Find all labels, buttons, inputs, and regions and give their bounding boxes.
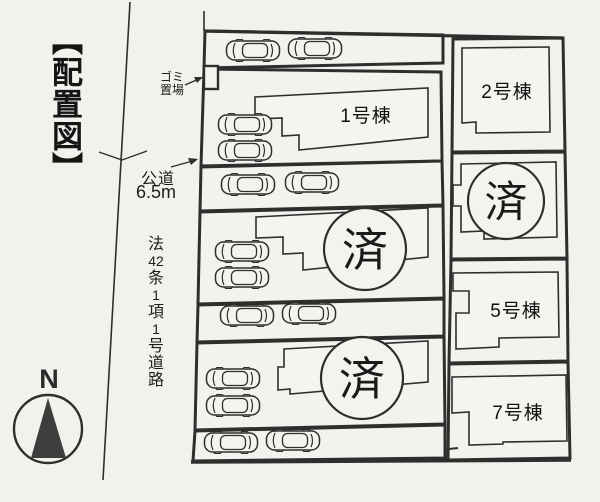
page-title: 【配置図】 xyxy=(47,24,82,184)
sold-circles xyxy=(319,161,546,421)
garbage-area-box xyxy=(202,64,220,91)
building-2-label: 2号棟 xyxy=(481,82,533,103)
road-edge-line xyxy=(102,1,131,481)
building-5-label: 5号棟 xyxy=(490,301,542,322)
building-2-outline xyxy=(461,46,551,134)
building-5-outline xyxy=(452,271,560,350)
sold-mark-unit-6: 済 xyxy=(339,353,385,405)
building-7-outline xyxy=(451,374,568,446)
site-top-boundary xyxy=(203,29,564,40)
parking-strip-line xyxy=(203,62,442,69)
garbage-label: ゴミ置場 xyxy=(159,70,184,97)
north-arrow-icon xyxy=(31,398,66,458)
law-road-label: 法 42 条 1 項 1 号 道 路 xyxy=(147,236,164,389)
road-width-label: 6.5m xyxy=(135,182,177,202)
road-dim-arrowhead-icon xyxy=(188,158,198,165)
sold-mark-unit-4: 済 xyxy=(484,179,528,227)
site-bottom-boundary xyxy=(190,458,572,464)
building-1-label: 1号棟 xyxy=(340,106,392,127)
sold-mark-unit-3: 済 xyxy=(342,224,388,276)
road-dim-left-arrow xyxy=(98,150,148,161)
north-compass xyxy=(12,393,84,465)
public-road-label: 公道 xyxy=(140,171,175,188)
sold-circle-unit-6 xyxy=(319,335,405,421)
building-7-label: 7号棟 xyxy=(492,403,544,424)
garbage-arrowhead-icon xyxy=(194,77,203,83)
dash-mark xyxy=(448,447,459,450)
sold-circle-unit-3 xyxy=(322,206,408,292)
sold-circle-unit-4 xyxy=(466,161,546,241)
compass-circle xyxy=(12,393,84,465)
compass-n-label: N xyxy=(39,364,59,394)
